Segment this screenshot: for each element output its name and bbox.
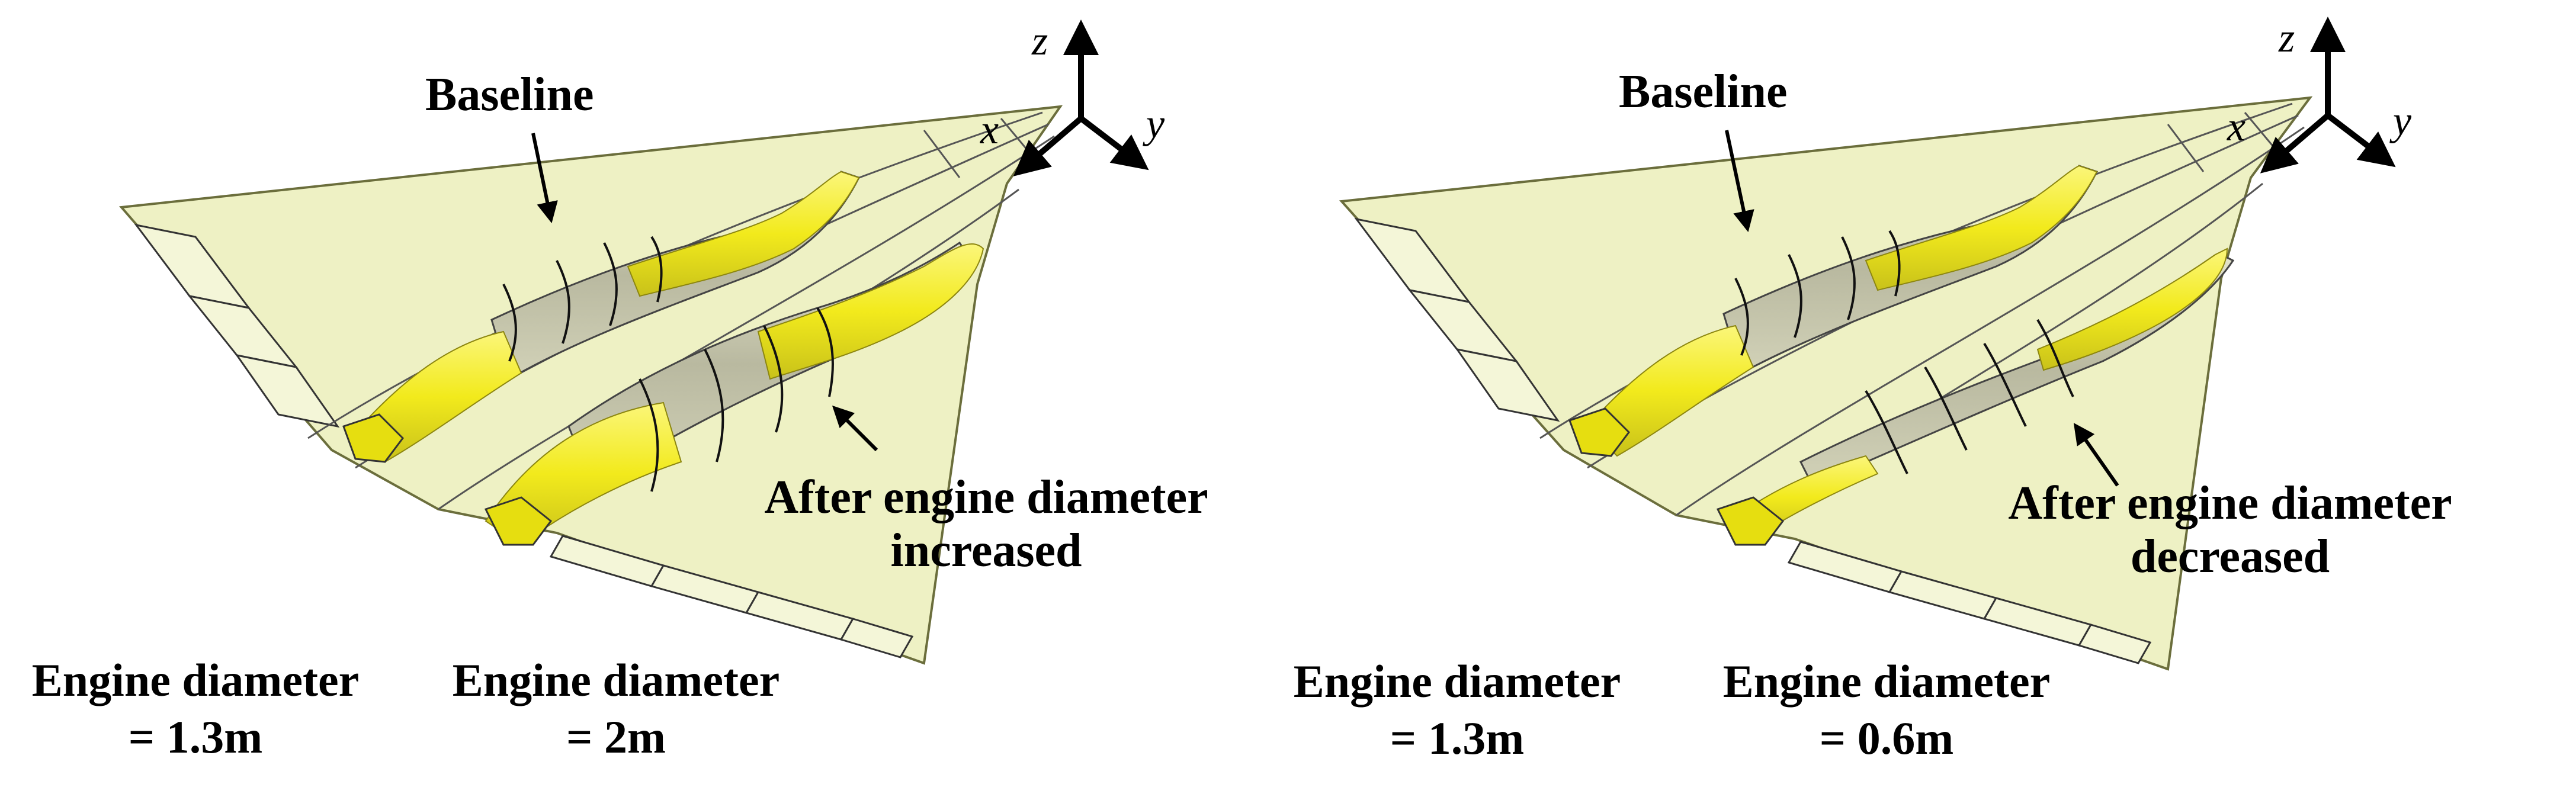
- right-axis-z-label: z: [2279, 15, 2295, 61]
- left-engine2-caption: Engine diameter = 2m: [432, 657, 800, 760]
- right-engine2-label: Engine diameter: [1722, 655, 2051, 707]
- left-flaps-rear: [134, 223, 340, 428]
- right-baseline-label: Baseline: [1619, 66, 1788, 118]
- left-engine2-label: Engine diameter: [452, 654, 780, 706]
- right-engine-baseline: [1568, 165, 2099, 457]
- right-axis-x-label: x: [2227, 104, 2246, 150]
- right-axes-triad: [2260, 17, 2396, 173]
- left-axis-x-label: x: [980, 107, 999, 153]
- left-axes-triad: [1013, 20, 1149, 176]
- right-modified-label: After engine diameter decreased: [1987, 480, 2473, 580]
- left-modified-label-line1: After engine diameter: [764, 471, 1208, 523]
- right-engine2-caption: Engine diameter = 0.6m: [1703, 658, 2070, 761]
- right-modified-label-line2: decreased: [2130, 531, 2330, 583]
- left-modified-label-line2: increased: [890, 525, 1082, 577]
- right-modified-label-line1: After engine diameter: [2008, 477, 2452, 529]
- left-axis-z-label: z: [1032, 18, 1048, 64]
- left-engine2-value: = 2m: [566, 711, 666, 763]
- left-axis-y-label: y: [1146, 101, 1165, 147]
- left-engine-baseline: [342, 171, 861, 463]
- left-aircraft: [118, 105, 1063, 665]
- left-engine1-caption: Engine diameter = 1.3m: [12, 657, 379, 760]
- left-engine1-label: Engine diameter: [31, 654, 360, 706]
- left-annotation-arrows: [531, 133, 878, 452]
- right-aircraft: [1339, 96, 2313, 671]
- left-engine1-value: = 1.3m: [128, 711, 263, 763]
- left-wing-planform: [118, 105, 1063, 665]
- right-engine-decreased: [1716, 248, 2235, 546]
- right-engine2-value: = 0.6m: [1819, 712, 1954, 764]
- right-axis-y-label: y: [2393, 98, 2412, 144]
- right-engine1-value: = 1.3m: [1390, 712, 1525, 764]
- left-engine-increased: [484, 241, 984, 546]
- left-baseline-label: Baseline: [425, 69, 594, 121]
- right-annotation-arrows: [1725, 130, 2119, 487]
- right-wing-planform: [1339, 96, 2313, 671]
- right-engine1-caption: Engine diameter = 1.3m: [1273, 658, 1641, 761]
- left-flaps-side: [549, 535, 914, 658]
- left-modified-label: After engine diameter increased: [743, 474, 1229, 574]
- right-engine1-label: Engine diameter: [1293, 655, 1621, 707]
- right-flaps-side: [1787, 541, 2152, 664]
- right-flaps-rear: [1354, 217, 1560, 422]
